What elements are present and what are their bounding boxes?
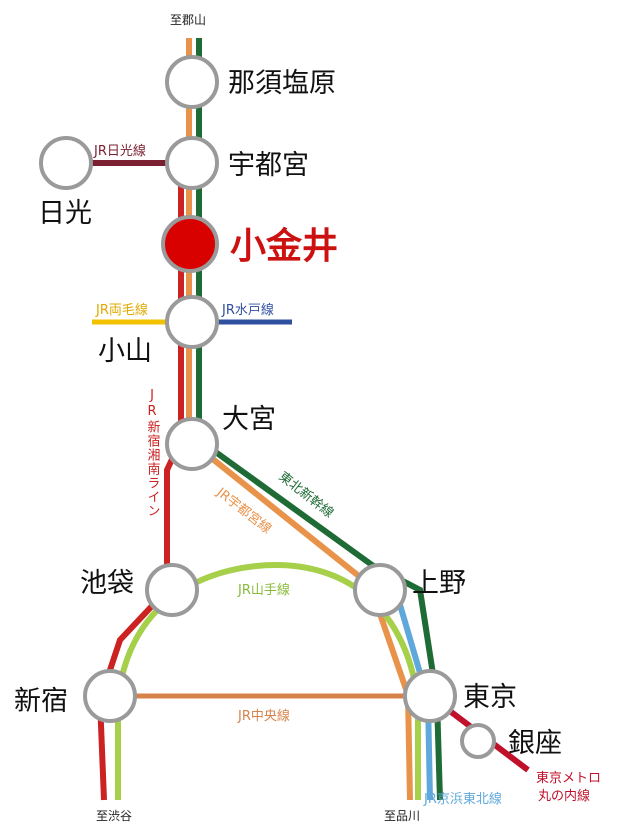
line-label-marunouchi-1: 東京メトロ (536, 770, 601, 786)
line-label-shonan-shinjuku: JR新宿湘南ライン (145, 388, 161, 518)
dest-koriyama: 至郡山 (170, 13, 206, 27)
label-shinjuku: 新宿 (14, 686, 68, 717)
label-koganei: 小金井 (230, 225, 338, 267)
label-nikko: 日光 (38, 198, 92, 229)
line-label-ryomo: JR両毛線 (95, 302, 148, 318)
station-omiya[interactable] (165, 417, 219, 471)
label-omiya: 大宮 (222, 404, 276, 435)
label-ginza: 銀座 (508, 728, 562, 759)
station-tokyo[interactable] (403, 669, 457, 723)
line-label-marunouchi-2: 丸の内線 (538, 788, 590, 804)
label-nasushiobara: 那須塩原 (228, 68, 336, 99)
station-utsunomiya[interactable] (165, 136, 219, 190)
station-nikko[interactable] (39, 136, 93, 190)
dest-shinagawa: 至品川 (384, 809, 420, 823)
station-ikebukuro[interactable] (145, 563, 199, 617)
line-label-utsunomiya: JR宇都宮線 (213, 484, 275, 537)
dest-shibuya: 至渋谷 (96, 809, 132, 823)
label-oyama: 小山 (98, 336, 152, 367)
line-label-chuo: JR中央線 (237, 708, 290, 724)
line-label-mito: JR水戸線 (221, 302, 274, 318)
station-ueno[interactable] (353, 563, 407, 617)
station-nasushiobara[interactable] (165, 55, 219, 109)
station-koganei[interactable] (161, 215, 219, 273)
line-label-yamanote: JR山手線 (237, 582, 290, 598)
station-oyama[interactable] (165, 295, 219, 349)
label-ikebukuro: 池袋 (80, 568, 134, 599)
line-label-nikko: JR日光線 (93, 143, 146, 159)
label-tokyo: 東京 (463, 682, 517, 713)
label-utsunomiya: 宇都宮 (228, 150, 309, 181)
station-shinjuku[interactable] (83, 669, 137, 723)
yamanote-line (115, 561, 421, 800)
label-ueno: 上野 (412, 568, 466, 599)
line-label-keihin-tohoku: JR京浜東北線 (423, 791, 502, 807)
station-ginza[interactable] (460, 723, 496, 759)
